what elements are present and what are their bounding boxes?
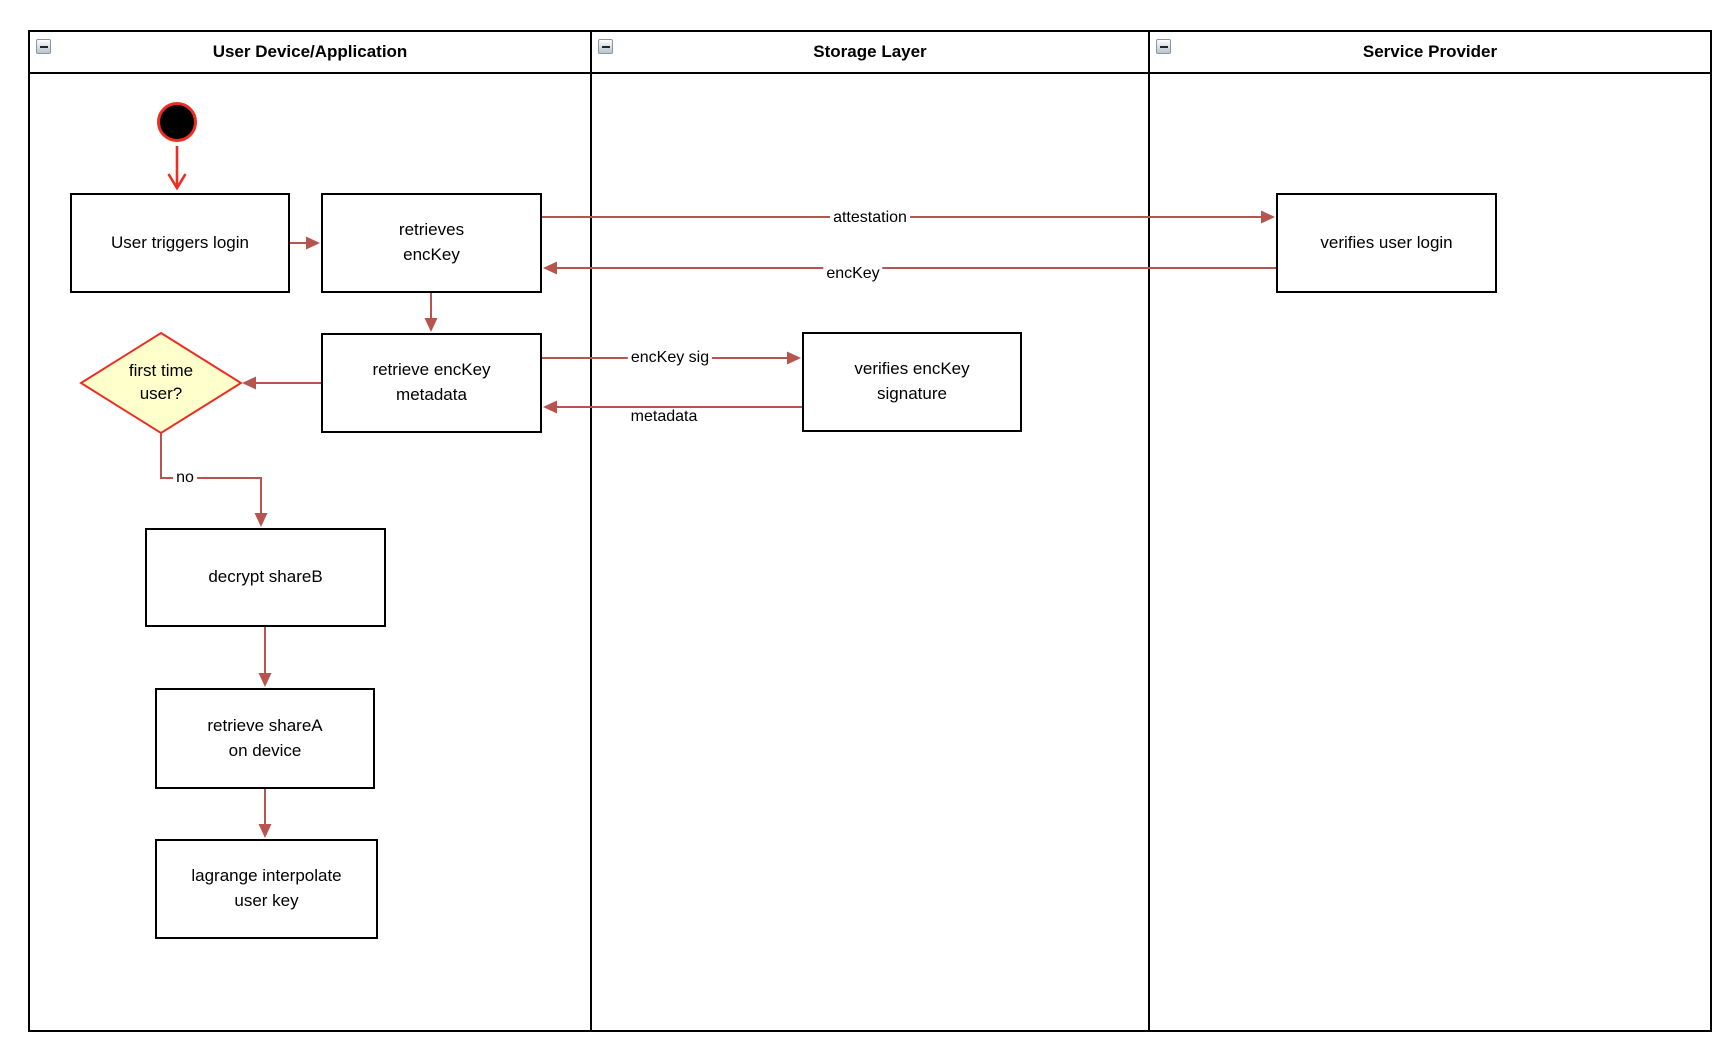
node-user-triggers-login[interactable]: User triggers login [70,193,290,293]
node-label: retrieve shareA on device [207,715,323,760]
node-label: decrypt shareB [208,567,323,587]
minus-icon [1156,39,1171,54]
lane-title: User Device/Application [212,42,408,61]
node-lagrange-interpolate[interactable]: lagrange interpolate user key [155,839,378,939]
lane-service-provider: Service Provider [1150,32,1710,1030]
lane-storage-layer: Storage Layer [592,32,1150,1030]
node-decrypt-shareb[interactable]: decrypt shareB [145,528,386,627]
collapse-lane-button[interactable] [598,39,613,54]
node-verifies-enckey-signature[interactable]: verifies encKey signature [802,332,1022,432]
node-label: verifies encKey signature [854,359,970,403]
lane-user-device-application: User Device/Application [30,32,592,1030]
node-label: User triggers login [111,232,249,252]
edge-label-enckey: encKey [823,265,883,283]
collapse-lane-button[interactable] [1156,39,1171,54]
node-retrieve-sharea[interactable]: retrieve shareA on device [155,688,375,789]
edge-label-enckey-sig: encKey sig [627,349,713,367]
node-retrieves-enckey[interactable]: retrieves encKey [321,193,542,293]
node-retrieve-enckey-metadata[interactable]: retrieve encKey metadata [321,333,542,433]
node-label: verifies user login [1320,232,1453,252]
node-verifies-user-login[interactable]: verifies user login [1276,193,1497,293]
lane-header: Service Provider [1150,32,1710,74]
lane-title: Service Provider [1362,42,1498,61]
node-label: retrieve encKey metadata [372,360,491,404]
edge-label-metadata: metadata [627,408,701,426]
collapse-lane-button[interactable] [36,39,51,54]
initial-node[interactable] [157,102,197,142]
decision-diamond-label: first time user? [128,361,194,403]
lane-title: Storage Layer [813,42,927,61]
node-label: lagrange interpolate user key [191,866,342,910]
edge-label-attestation: attestation [830,209,910,227]
minus-icon [598,39,613,54]
lane-header: User Device/Application [30,32,590,74]
node-label: retrieves encKey [398,220,465,264]
edge-label-no: no [173,469,197,487]
lane-header: Storage Layer [592,32,1148,74]
minus-icon [36,39,51,54]
